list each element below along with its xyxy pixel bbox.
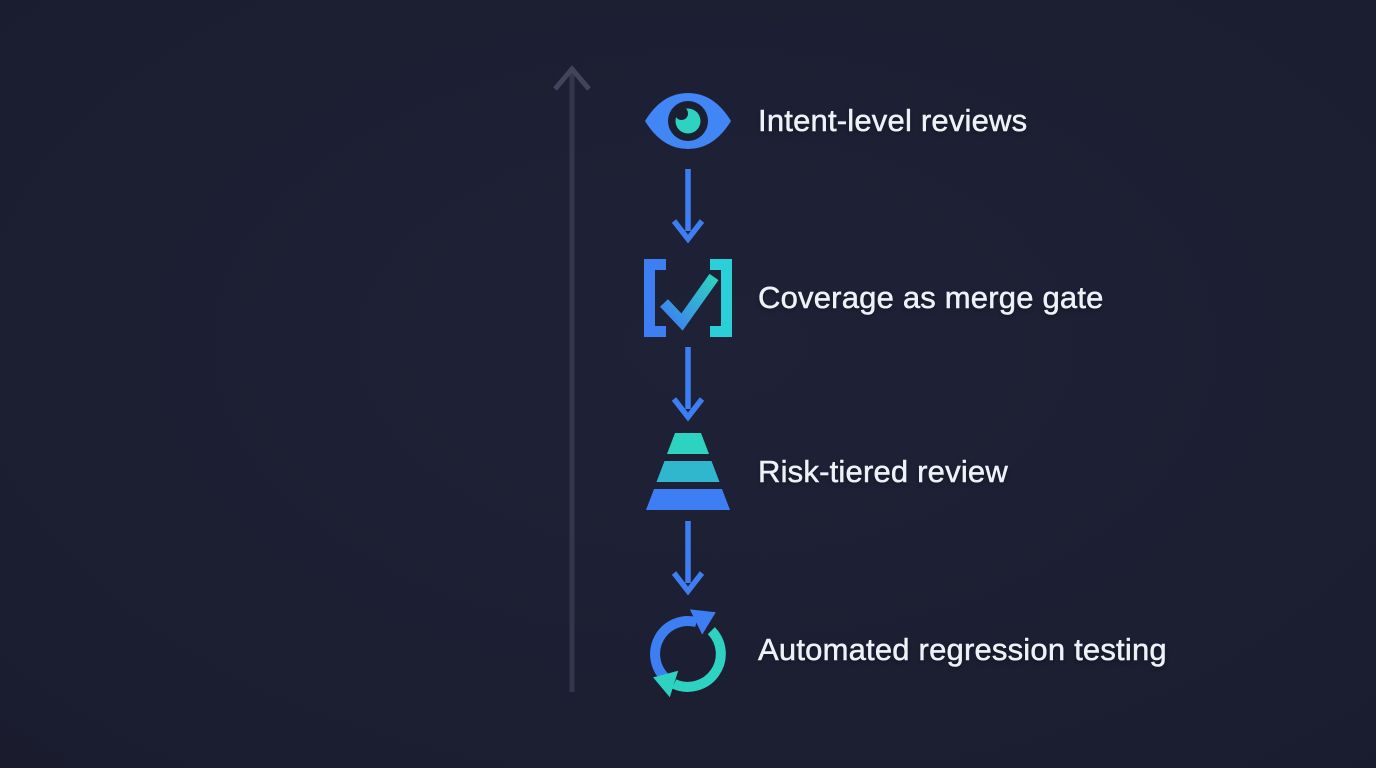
eye-icon	[640, 92, 736, 150]
flow-item-intent-level-reviews: Intent-level reviews	[640, 92, 1027, 150]
flow-item-label: Automated regression testing	[758, 632, 1167, 668]
down-arrow-icon	[671, 169, 705, 244]
flow-item-automated-regression-testing: Automated regression testing	[640, 602, 1167, 698]
cycle-arrows-icon	[640, 602, 736, 698]
tiered-funnel-icon	[640, 433, 736, 511]
up-axis-arrow-icon	[553, 65, 591, 692]
flow-item-coverage-as-merge-gate: Coverage as merge gate	[640, 257, 1104, 339]
flow-item-label: Intent-level reviews	[758, 103, 1028, 139]
flow-item-risk-tiered-review: Risk-tiered review	[640, 433, 1008, 511]
down-arrow-icon	[671, 347, 705, 422]
flow-item-label: Risk-tiered review	[758, 454, 1008, 490]
bracket-check-icon	[640, 257, 736, 339]
down-arrow-icon	[671, 521, 705, 596]
flow-item-label: Coverage as merge gate	[758, 280, 1104, 316]
